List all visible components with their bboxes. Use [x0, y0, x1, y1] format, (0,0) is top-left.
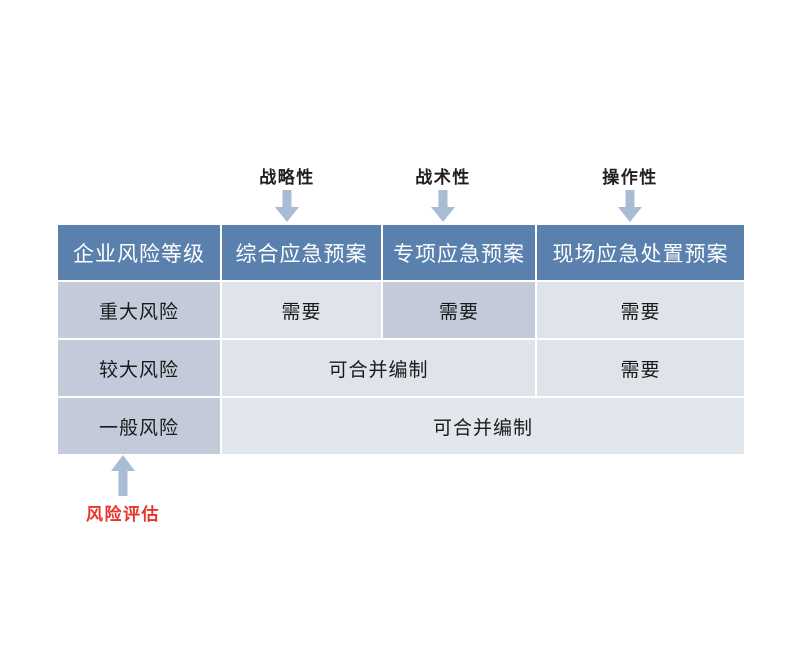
cell-general-merged-plan: 可合并编制: [222, 396, 744, 454]
table-header-row: 企业风险等级 综合应急预案 专项应急预案 现场应急处置预案: [58, 225, 744, 280]
down-arrow-icon-operational: [617, 190, 643, 223]
cell-major-comprehensive: 需要: [222, 280, 383, 338]
column-header-comprehensive-plan: 综合应急预案: [222, 225, 383, 280]
table-row: 一般风险 可合并编制: [58, 396, 744, 454]
cell-major-onsite: 需要: [537, 280, 744, 338]
row-header-substantial-risk: 较大风险: [58, 338, 222, 396]
down-arrow-icon-strategic: [274, 190, 300, 223]
risk-plan-matrix-table: 企业风险等级 综合应急预案 专项应急预案 现场应急处置预案 重大风险 需要 需要…: [58, 225, 744, 454]
annotation-label-strategic: 战略性: [259, 168, 315, 188]
column-header-onsite-plan: 现场应急处置预案: [537, 225, 744, 280]
table-row: 较大风险 可合并编制 需要: [58, 338, 744, 396]
annotation-label-risk-assessment: 风险评估: [86, 505, 160, 525]
annotation-label-operational: 操作性: [602, 168, 658, 188]
cell-major-special: 需要: [383, 280, 537, 338]
row-header-general-risk: 一般风险: [58, 396, 222, 454]
cell-substantial-merged-plan: 可合并编制: [222, 338, 537, 396]
down-arrow-icon-tactical: [430, 190, 456, 223]
cell-substantial-onsite: 需要: [537, 338, 744, 396]
row-header-major-risk: 重大风险: [58, 280, 222, 338]
table-row: 重大风险 需要 需要 需要: [58, 280, 744, 338]
column-header-risk-level: 企业风险等级: [58, 225, 222, 280]
up-arrow-icon-risk-assessment: [110, 455, 136, 497]
column-header-special-plan: 专项应急预案: [383, 225, 537, 280]
annotation-label-tactical: 战术性: [415, 168, 471, 188]
